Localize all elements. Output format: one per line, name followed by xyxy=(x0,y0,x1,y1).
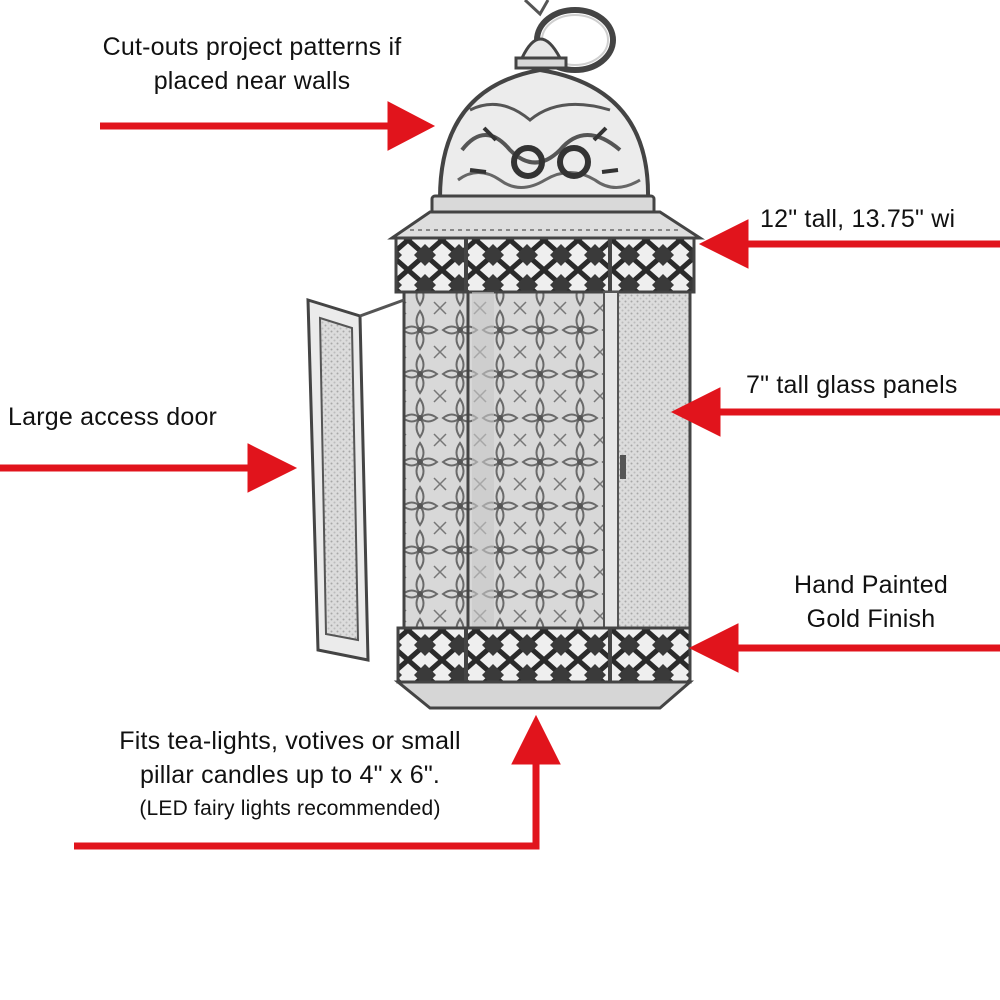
label-finish-line1: Hand Painted xyxy=(794,571,948,599)
arrow-fits xyxy=(74,714,561,850)
arrow-door xyxy=(0,443,298,493)
label-finish: Hand Painted Gold Finish xyxy=(756,568,986,636)
label-finish-line2: Gold Finish xyxy=(806,605,936,633)
arrow-cutouts xyxy=(100,101,436,151)
label-panels: 7" tall glass panels xyxy=(746,371,958,399)
label-cutouts: Cut-outs project patterns if placed near… xyxy=(42,30,462,98)
label-fits-line1: Fits tea-lights, votives or small xyxy=(119,727,461,755)
arrow-size xyxy=(698,219,1000,269)
arrow-panels xyxy=(670,387,1000,437)
arrow-finish xyxy=(688,623,1000,673)
label-door: Large access door xyxy=(8,403,218,431)
label-fits-line2: pillar candles up to 4" x 6". xyxy=(139,761,441,789)
label-fits: Fits tea-lights, votives or small pillar… xyxy=(60,724,520,826)
label-cutouts-line2: placed near walls xyxy=(153,67,351,95)
label-size: 12" tall, 13.75" wi xyxy=(760,205,956,233)
label-cutouts-line1: Cut-outs project patterns if xyxy=(102,33,402,61)
label-fits-line3: (LED fairy lights recommended) xyxy=(139,797,441,820)
lantern-illustration xyxy=(306,0,706,710)
